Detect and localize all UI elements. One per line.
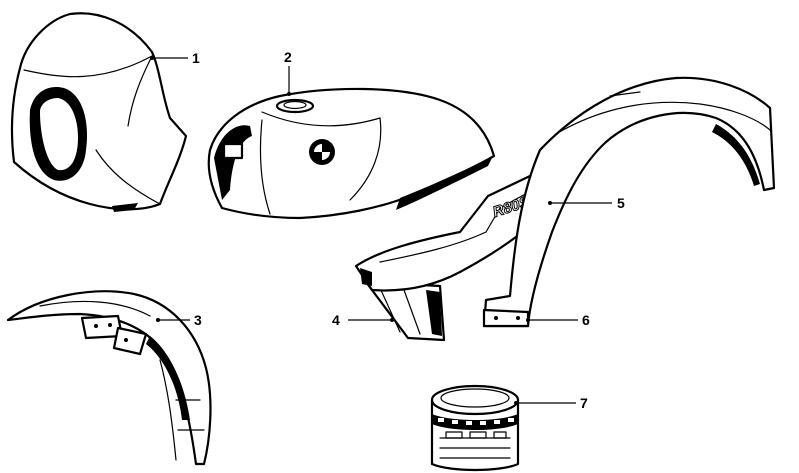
callout-7-label: 7 [580, 395, 588, 411]
fuel-tank-part [207, 87, 496, 220]
fairing-part [10, 12, 188, 212]
callout-1-label: 1 [192, 50, 200, 66]
front-mudguard-part [6, 290, 212, 466]
callout-6: 6 [526, 312, 590, 328]
callout-7: 7 [514, 395, 588, 411]
callout-3: 3 [156, 312, 202, 328]
callout-1: 1 [150, 50, 200, 66]
callout-4-label: 4 [332, 312, 340, 328]
side-panel-lower-part [364, 280, 446, 342]
callout-5: 5 [548, 195, 625, 211]
callout-6-label: 6 [582, 312, 590, 328]
rear-mudguard-part [482, 76, 776, 328]
callout-2: 2 [284, 49, 292, 96]
callout-4: 4 [332, 312, 394, 328]
callout-5-label: 5 [617, 195, 625, 211]
callout-2-label: 2 [284, 49, 292, 65]
paint-can-part [430, 384, 520, 472]
callout-3-label: 3 [194, 312, 202, 328]
